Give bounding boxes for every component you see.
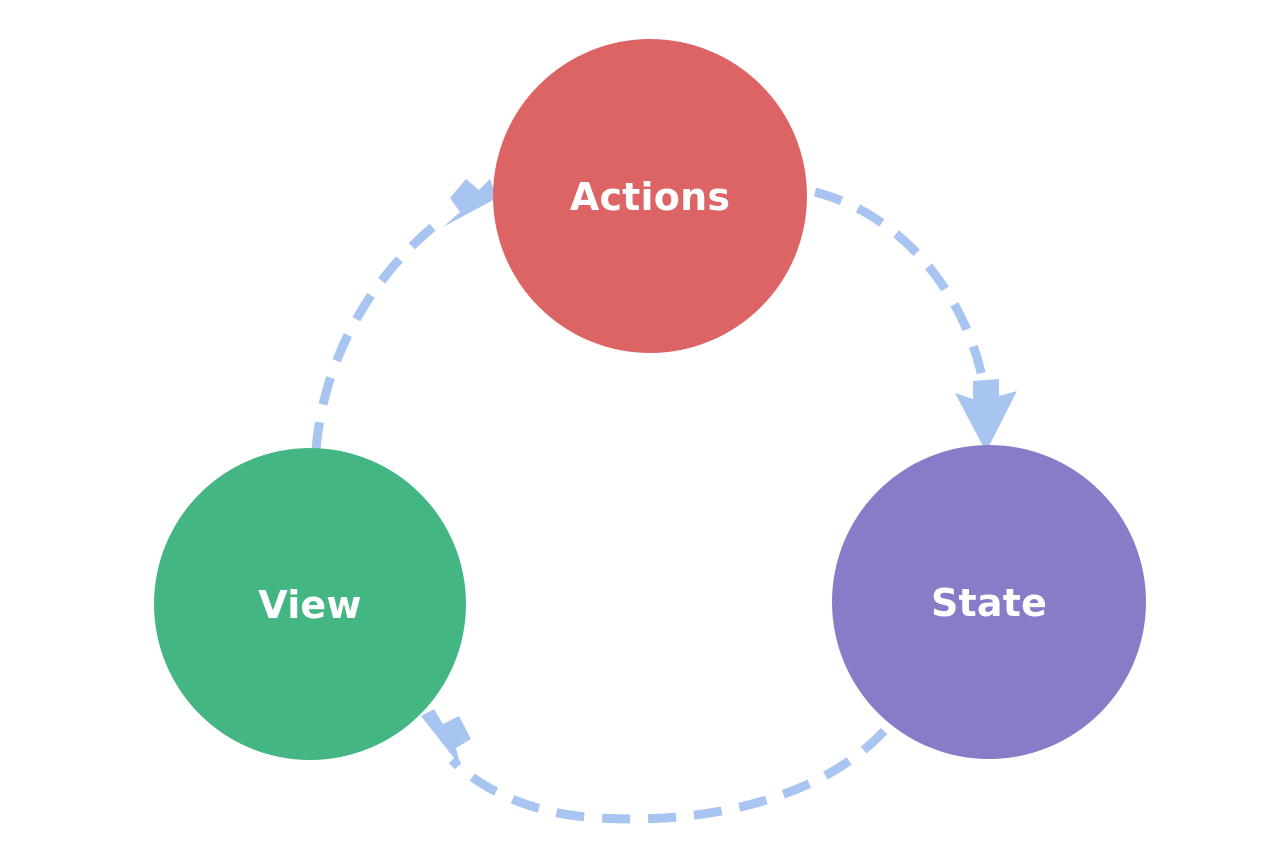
edge-view-to-actions-arrowhead [443,179,497,227]
edge-state-to-view-path [448,727,888,824]
node-group: Actions State View [154,39,1146,760]
node-actions-circle[interactable] [493,39,807,353]
edge-view-to-actions [311,179,497,451]
node-actions[interactable]: Actions [493,39,807,353]
node-view-circle[interactable] [154,448,466,760]
edge-actions-to-state [813,187,1017,452]
edge-actions-to-state-path [813,187,991,399]
node-actions-label: Actions [570,175,730,219]
node-view[interactable]: View [154,448,466,760]
edge-actions-to-state-arrowhead [955,379,1017,452]
node-state-circle[interactable] [832,445,1146,759]
edge-state-to-view-arrowhead [421,709,471,767]
node-state-label: State [931,581,1047,625]
node-view-label: View [258,583,361,627]
edge-state-to-view [421,709,888,824]
edge-view-to-actions-path [311,222,437,451]
edge-group [311,179,1017,824]
node-state[interactable]: State [832,445,1146,759]
